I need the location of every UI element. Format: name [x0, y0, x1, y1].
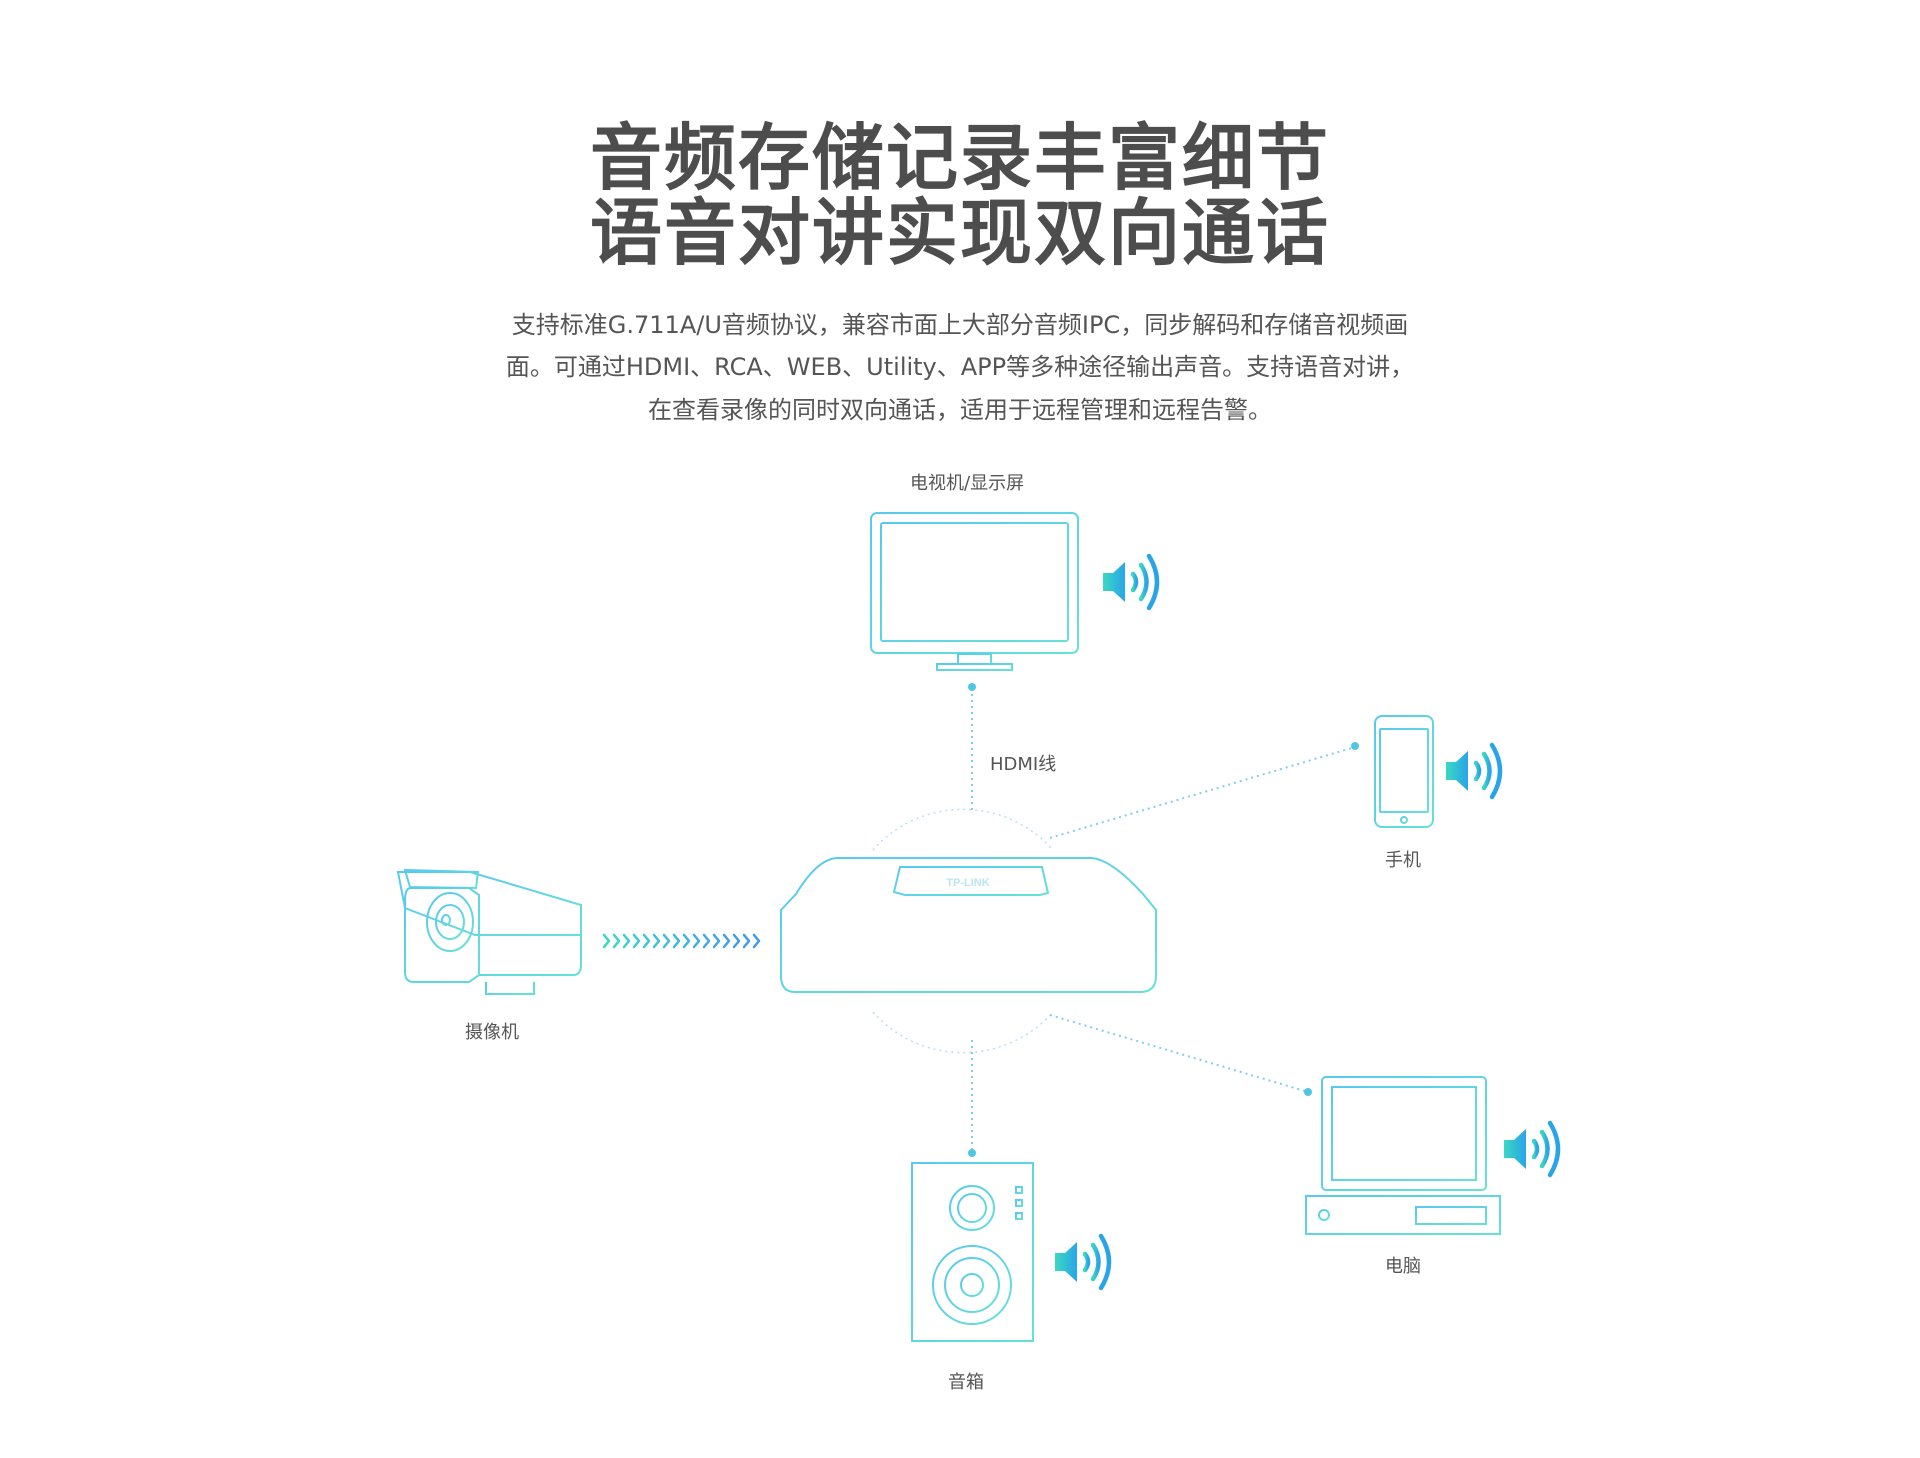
phone-icon	[1374, 715, 1434, 828]
pc-link-line	[1049, 1014, 1309, 1093]
description-line-2: 面。可通过HDMI、RCA、WEB、Utility、APP等多种途径输出声音。支…	[505, 353, 1415, 381]
phone-label: 手机	[1385, 850, 1421, 871]
tv-sound-icon	[1103, 556, 1157, 608]
phone-link-line	[1049, 746, 1356, 839]
description-line-3: 在查看录像的同时双向通话，适用于远程管理和远程告警。	[648, 396, 1272, 424]
camera-label: 摄像机	[465, 1022, 519, 1043]
hdmi-label: HDMI线	[990, 754, 1057, 775]
description-line-1: 支持标准G.711A/U音频协议，兼容市面上大部分音频IPC，同步解码和存储音视…	[511, 311, 1409, 339]
camera-icon	[396, 868, 582, 995]
nvr-device-icon	[780, 857, 1157, 993]
pc-label: 电脑	[1385, 1256, 1421, 1277]
hdmi-link-dot	[968, 683, 976, 691]
phone-sound-icon	[1446, 745, 1500, 797]
nvr-halo	[872, 808, 1054, 1054]
speaker-sound-icon	[1055, 1236, 1109, 1288]
sound-wave-icon	[291, 901, 375, 981]
tv-monitor-icon	[870, 512, 1079, 671]
speaker-label: 音箱	[948, 1372, 984, 1393]
pc-sound-icon	[1504, 1123, 1558, 1175]
pc-link-dot	[1304, 1088, 1312, 1096]
tv-label: 电视机/显示屏	[910, 473, 1025, 494]
headline-line-2: 语音对讲实现双向通话	[589, 191, 1330, 275]
pc-icon	[1305, 1076, 1501, 1235]
headline-line-1: 音频存储记录丰富细节	[589, 116, 1330, 200]
arrow-chevrons-icon	[602, 933, 761, 949]
speaker-box-icon	[911, 1162, 1034, 1342]
nvr-logo: TP-LINK	[946, 877, 989, 889]
phone-link-dot	[1351, 742, 1359, 750]
speaker-link-dot	[968, 1149, 976, 1157]
